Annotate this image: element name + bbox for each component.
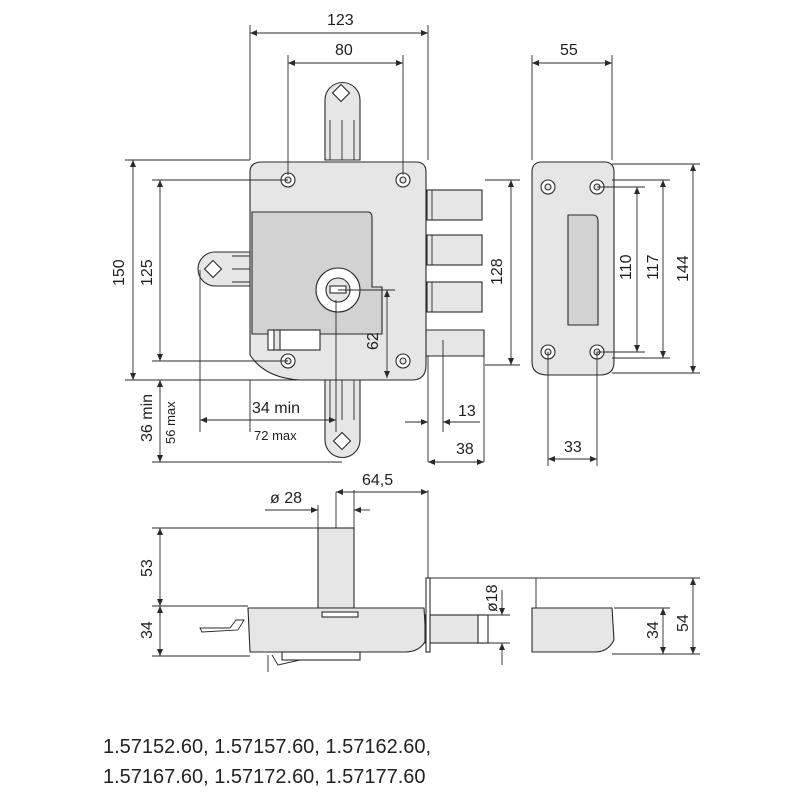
dim-height-holes: 125	[139, 259, 156, 286]
top-vertical-bolt	[324, 81, 361, 161]
left-bolt-diamond	[203, 259, 223, 279]
dim-diameter-18: ø18	[484, 584, 501, 612]
dim-height-total: 150	[111, 259, 128, 286]
screw-hole	[395, 353, 411, 369]
dim-side-33: 33	[564, 439, 582, 456]
latch-rod	[424, 614, 486, 644]
latch-tip	[477, 614, 489, 644]
faceplate-slot	[567, 214, 599, 326]
dim-latch-13: 13	[458, 403, 476, 420]
dim-side-144: 144	[675, 255, 692, 282]
dim-height-34-right: 34	[645, 621, 662, 639]
screw-hole	[540, 179, 556, 195]
dim-side-110: 110	[618, 254, 635, 280]
top-view: ø 28 64,5 53 34 ø18 34 54	[139, 472, 700, 672]
bottom-vertical-bolt	[324, 377, 361, 459]
dim-height-53: 53	[139, 559, 156, 577]
screw-hole	[395, 172, 411, 188]
hook	[267, 654, 301, 672]
body-slot	[321, 611, 359, 618]
dim-bottom-max: 56 max	[163, 401, 178, 444]
cylinder	[317, 527, 355, 609]
left-horizontal-bolt	[197, 251, 253, 287]
bottom-bolt-diamond	[332, 431, 352, 451]
dim-offset-645: 64,5	[362, 472, 393, 489]
dim-width-holes: 80	[335, 42, 353, 59]
dim-backset-max: 72 max	[254, 428, 297, 443]
right-bolt-2	[426, 234, 483, 266]
side-view: 55 110 117 144 33	[531, 42, 700, 466]
dim-bottom-min: 36 min	[139, 394, 156, 442]
inner-panel	[251, 211, 383, 335]
dim-diameter-28: ø 28	[270, 490, 302, 507]
keyhole-slot	[329, 285, 347, 294]
front-view: 123 80 150 125 128 62 34 min 72 max 36 m…	[111, 12, 520, 465]
lock-slot-inner	[273, 329, 281, 351]
dim-height-54: 54	[675, 614, 692, 632]
product-codes: 1.57152.60, 1.57157.60, 1.57162.60, 1.57…	[103, 732, 523, 792]
product-code-line: 1.57167.60, 1.57172.60, 1.57177.60	[103, 766, 426, 788]
dim-latch-38: 38	[456, 441, 474, 458]
dim-width-total: 123	[327, 12, 354, 29]
bottom-plate	[281, 651, 361, 661]
dim-keyhole: 62	[365, 332, 382, 350]
dim-bolt-span: 128	[489, 258, 506, 285]
dim-side-width: 55	[560, 42, 578, 59]
dim-backset-min: 34 min	[252, 400, 300, 417]
right-bolt-3	[426, 281, 483, 313]
side-block	[531, 607, 615, 653]
lock-slot	[267, 329, 321, 351]
dim-side-117: 117	[645, 254, 662, 280]
dim-height-34-left: 34	[139, 621, 156, 639]
right-bolt-1	[426, 189, 483, 221]
faceplate-top	[425, 577, 431, 653]
product-code-line: 1.57152.60, 1.57157.60, 1.57162.60,	[103, 736, 432, 758]
top-bolt-diamond	[331, 83, 351, 103]
lever	[199, 619, 245, 633]
